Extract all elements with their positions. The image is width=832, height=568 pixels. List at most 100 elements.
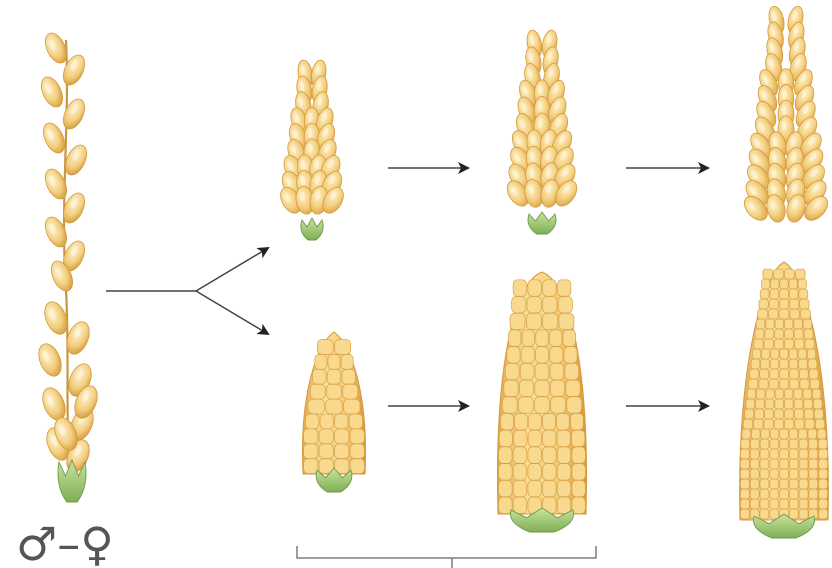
cob-kernel — [770, 509, 779, 519]
cob-stage-3 — [740, 262, 829, 538]
cob-kernel — [557, 414, 570, 430]
cob-kernel — [342, 369, 356, 384]
cob-kernel — [749, 379, 758, 389]
cob-kernel — [310, 384, 325, 399]
husk-leaves — [301, 218, 323, 240]
cob-kernel — [819, 479, 828, 489]
cob-kernel — [528, 447, 541, 463]
cob-kernel — [804, 399, 813, 409]
cob-stage-2 — [497, 272, 586, 532]
male-female-symbol: ♂–♀ — [16, 517, 114, 568]
cob-kernel — [760, 479, 769, 489]
cob-kernel — [499, 497, 512, 513]
cob-kernel — [760, 459, 769, 469]
cob-kernel — [740, 489, 749, 499]
cob-kernel — [521, 347, 534, 363]
cob-kernel — [755, 329, 764, 339]
cob-kernel — [519, 380, 533, 396]
cob-kernel — [784, 399, 793, 409]
cob-kernel — [740, 469, 749, 479]
cob-kernel — [775, 389, 784, 399]
cob-kernel — [780, 469, 789, 479]
cob-kernel — [779, 299, 788, 309]
cob-kernel — [320, 414, 333, 429]
cob-kernel — [759, 299, 768, 309]
cob-kernel — [335, 444, 349, 459]
ancestral-stalk — [34, 30, 101, 502]
cob-kernel — [774, 269, 784, 279]
cob-kernel — [799, 509, 808, 519]
cob-kernel — [794, 329, 803, 339]
cob-kernel — [770, 479, 779, 489]
cob-kernel — [543, 414, 556, 430]
cob-kernel — [522, 330, 535, 346]
cob-kernel — [819, 499, 828, 509]
cob-kernel — [770, 429, 779, 439]
cob-kernel — [789, 439, 798, 449]
seed-kernel — [59, 96, 89, 133]
cob-kernel — [780, 489, 789, 499]
cob-kernel — [557, 480, 570, 496]
cob-kernel — [799, 289, 808, 299]
cob-kernel — [795, 419, 804, 429]
cob-kernel — [766, 319, 775, 329]
cob-kernel — [771, 279, 779, 289]
cob-kernel — [809, 439, 818, 449]
cob-kernel — [557, 280, 571, 296]
cob-kernel — [794, 409, 803, 419]
cob-kernel — [565, 363, 579, 379]
cob-kernel — [550, 380, 564, 396]
cob-kernel — [770, 359, 779, 369]
cob-kernel — [754, 339, 763, 349]
cob-kernel — [557, 464, 570, 480]
cob-kernel — [809, 469, 818, 479]
cob-kernel — [794, 389, 803, 399]
cob-kernel — [758, 309, 768, 319]
cob-kernel — [760, 449, 769, 459]
cob-kernel — [567, 397, 582, 413]
cob-kernel — [770, 469, 779, 479]
cob-kernel — [774, 409, 783, 419]
cob-kernel — [543, 313, 558, 329]
spike-stage-3 — [740, 5, 832, 225]
cob-kernel — [327, 384, 342, 399]
cob-kernel — [766, 389, 775, 399]
cob-kernel — [527, 297, 541, 313]
cob-kernel — [762, 349, 770, 359]
cob-kernel — [344, 399, 360, 414]
cob-kernel — [784, 409, 793, 419]
cob-kernel — [789, 459, 798, 469]
cob-kernel — [335, 429, 349, 444]
cob-kernel — [771, 349, 779, 359]
cob-kernel — [789, 359, 798, 369]
cob-kernel — [819, 489, 828, 499]
spike-stage-1 — [276, 59, 347, 240]
cob-kernel — [770, 439, 779, 449]
cob-kernel — [813, 399, 822, 409]
cob-kernel — [763, 269, 773, 279]
cob-kernel — [350, 429, 364, 444]
cob-kernel — [794, 399, 803, 409]
cob-kernel — [780, 439, 789, 449]
cob-kernel — [559, 313, 574, 329]
cob-kernel — [809, 369, 818, 379]
cob-kernel — [514, 430, 527, 446]
cob-kernel — [750, 449, 759, 459]
cob-kernel — [804, 409, 813, 419]
cob-kernel — [789, 499, 798, 509]
cob-kernel — [784, 339, 793, 349]
cob-kernel — [779, 369, 788, 379]
cob-kernel — [779, 379, 788, 389]
cob-kernel — [520, 363, 534, 379]
cob-kernel — [789, 369, 798, 379]
cob-kernel — [528, 480, 541, 496]
cob-kernel — [799, 429, 808, 439]
cob-kernel — [572, 430, 585, 446]
cob-kernel — [543, 430, 556, 446]
cob-kernel — [761, 429, 770, 439]
cob-kernel — [790, 299, 799, 309]
cob-kernel — [319, 444, 333, 459]
cob-kernel — [819, 469, 828, 479]
cob-kernel — [740, 499, 749, 509]
cob-kernel — [765, 329, 774, 339]
